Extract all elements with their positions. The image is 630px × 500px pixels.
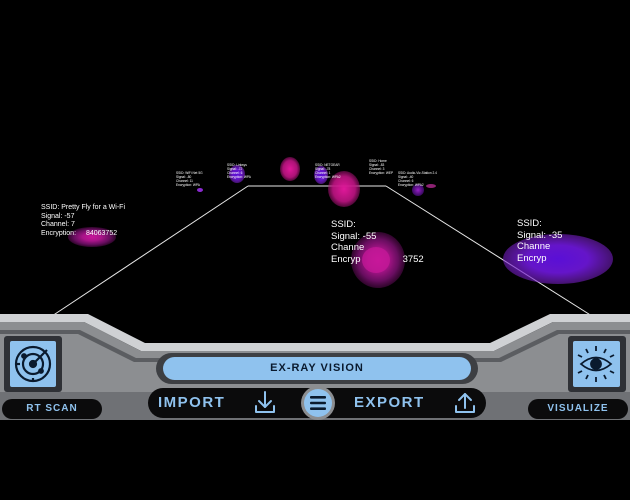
visualize-button-bg	[528, 399, 628, 419]
signal-blob	[68, 227, 116, 247]
title-bar	[156, 353, 478, 384]
network-label: SSID: WiFi Net 5G Signal: -80 Channel: 1…	[176, 171, 203, 188]
export-button[interactable]: EXPORT	[350, 389, 482, 417]
rt-scan-button[interactable]: RT SCAN	[26, 403, 78, 414]
encryption-value: 84063752	[85, 229, 118, 237]
network-label: SSID: Home Signal: -83 Channel: 3 Encryp…	[369, 159, 394, 176]
signal-text: Signal: -78	[315, 166, 331, 171]
export-label: EXPORT	[354, 394, 425, 411]
signal-text: Signal: -57	[41, 212, 75, 220]
ssid-text: SSID: Home	[369, 159, 387, 163]
encryption-text: Encryp	[517, 252, 547, 264]
ssid-text: SSID:	[517, 218, 542, 229]
channel-text: Channel: 7	[41, 221, 75, 229]
network-label: SSID: Signal: -55 Channe Encryp 3752	[331, 219, 424, 265]
signal-text: Signal: -72	[227, 166, 243, 171]
download-icon	[255, 391, 275, 413]
ssid-text: SSID: NETGEAR	[315, 163, 340, 167]
ssid-text: SSID: Audio-Viz-Station 2.4	[398, 171, 437, 175]
signal-text: Signal: -80	[176, 174, 192, 179]
visualize-button[interactable]: VISUALIZE	[547, 403, 609, 414]
signal-blob	[426, 184, 436, 188]
signal-blob	[362, 247, 390, 273]
channel-text: Channe	[517, 241, 551, 253]
channel-text: Channel: 1	[315, 170, 331, 175]
channel-text: Channe	[331, 242, 365, 254]
encryption-text: Encryption: WEP	[369, 170, 394, 175]
menu-icon	[310, 396, 326, 410]
encryption-text: Encryption: WPA	[227, 174, 251, 179]
signal-text: Signal: -40	[398, 174, 414, 179]
signal-blob	[503, 234, 613, 284]
network-label: SSID: Audio-Viz-Station 2.4 Signal: -40 …	[398, 171, 437, 188]
signal-blob	[197, 188, 203, 192]
channel-text: Channel: 3	[369, 166, 385, 171]
channel-text: Channel: 6	[227, 170, 243, 175]
network-label: SSID: Pretty Fly for a Wi-Fi Signal: -57…	[41, 204, 125, 238]
network-label: SSID: Linksys Signal: -72 Channel: 6 Enc…	[227, 163, 251, 180]
signal-blob	[314, 166, 328, 184]
encryption-text: Encryption: WPA2	[398, 182, 424, 187]
encryption-text: Encryption: WPA2	[315, 174, 341, 179]
import-label: IMPORT	[158, 394, 226, 411]
rt-scan-icon-button[interactable]	[4, 336, 62, 392]
signal-text: Signal: -83	[369, 162, 385, 167]
encryption-text: Encryption: WPA	[176, 182, 200, 187]
encryption-text: Encryp	[331, 253, 361, 265]
rt-scan-button-bg	[2, 399, 102, 419]
signal-blobs	[68, 157, 613, 288]
menu-button[interactable]	[301, 386, 335, 420]
signal-text: Signal: -35	[517, 229, 563, 241]
import-button[interactable]: IMPORT	[152, 389, 282, 417]
channel-text: Channel: 6	[398, 178, 414, 183]
channel-text: Channel: 11	[176, 178, 193, 183]
network-label: SSID: NETGEAR Signal: -78 Channel: 1 Enc…	[315, 163, 341, 180]
title-bar-label: EX-RAY VISION	[270, 362, 364, 374]
visualize-icon-button[interactable]	[568, 336, 626, 392]
ssid-text: SSID: Pretty Fly for a Wi-Fi	[41, 204, 126, 211]
upload-icon	[455, 393, 475, 413]
signal-blob	[328, 171, 360, 207]
perspective-guides	[51, 185, 593, 317]
encryption-value: 3752	[402, 253, 424, 265]
signal-text: Signal: -55	[331, 230, 377, 242]
ssid-text: SSID: WiFi Net 5G	[176, 171, 203, 175]
eye-icon	[577, 346, 615, 382]
signal-blob	[280, 157, 300, 181]
ssid-text: SSID: Linksys	[227, 163, 247, 167]
network-label: SSID: Signal: -35 Channe Encryp	[517, 218, 562, 264]
radar-icon	[14, 345, 52, 383]
encryption-text: Encryption:	[41, 229, 78, 237]
signal-blob	[229, 165, 245, 183]
ssid-text: SSID:	[331, 219, 356, 230]
signal-blob	[412, 184, 424, 196]
